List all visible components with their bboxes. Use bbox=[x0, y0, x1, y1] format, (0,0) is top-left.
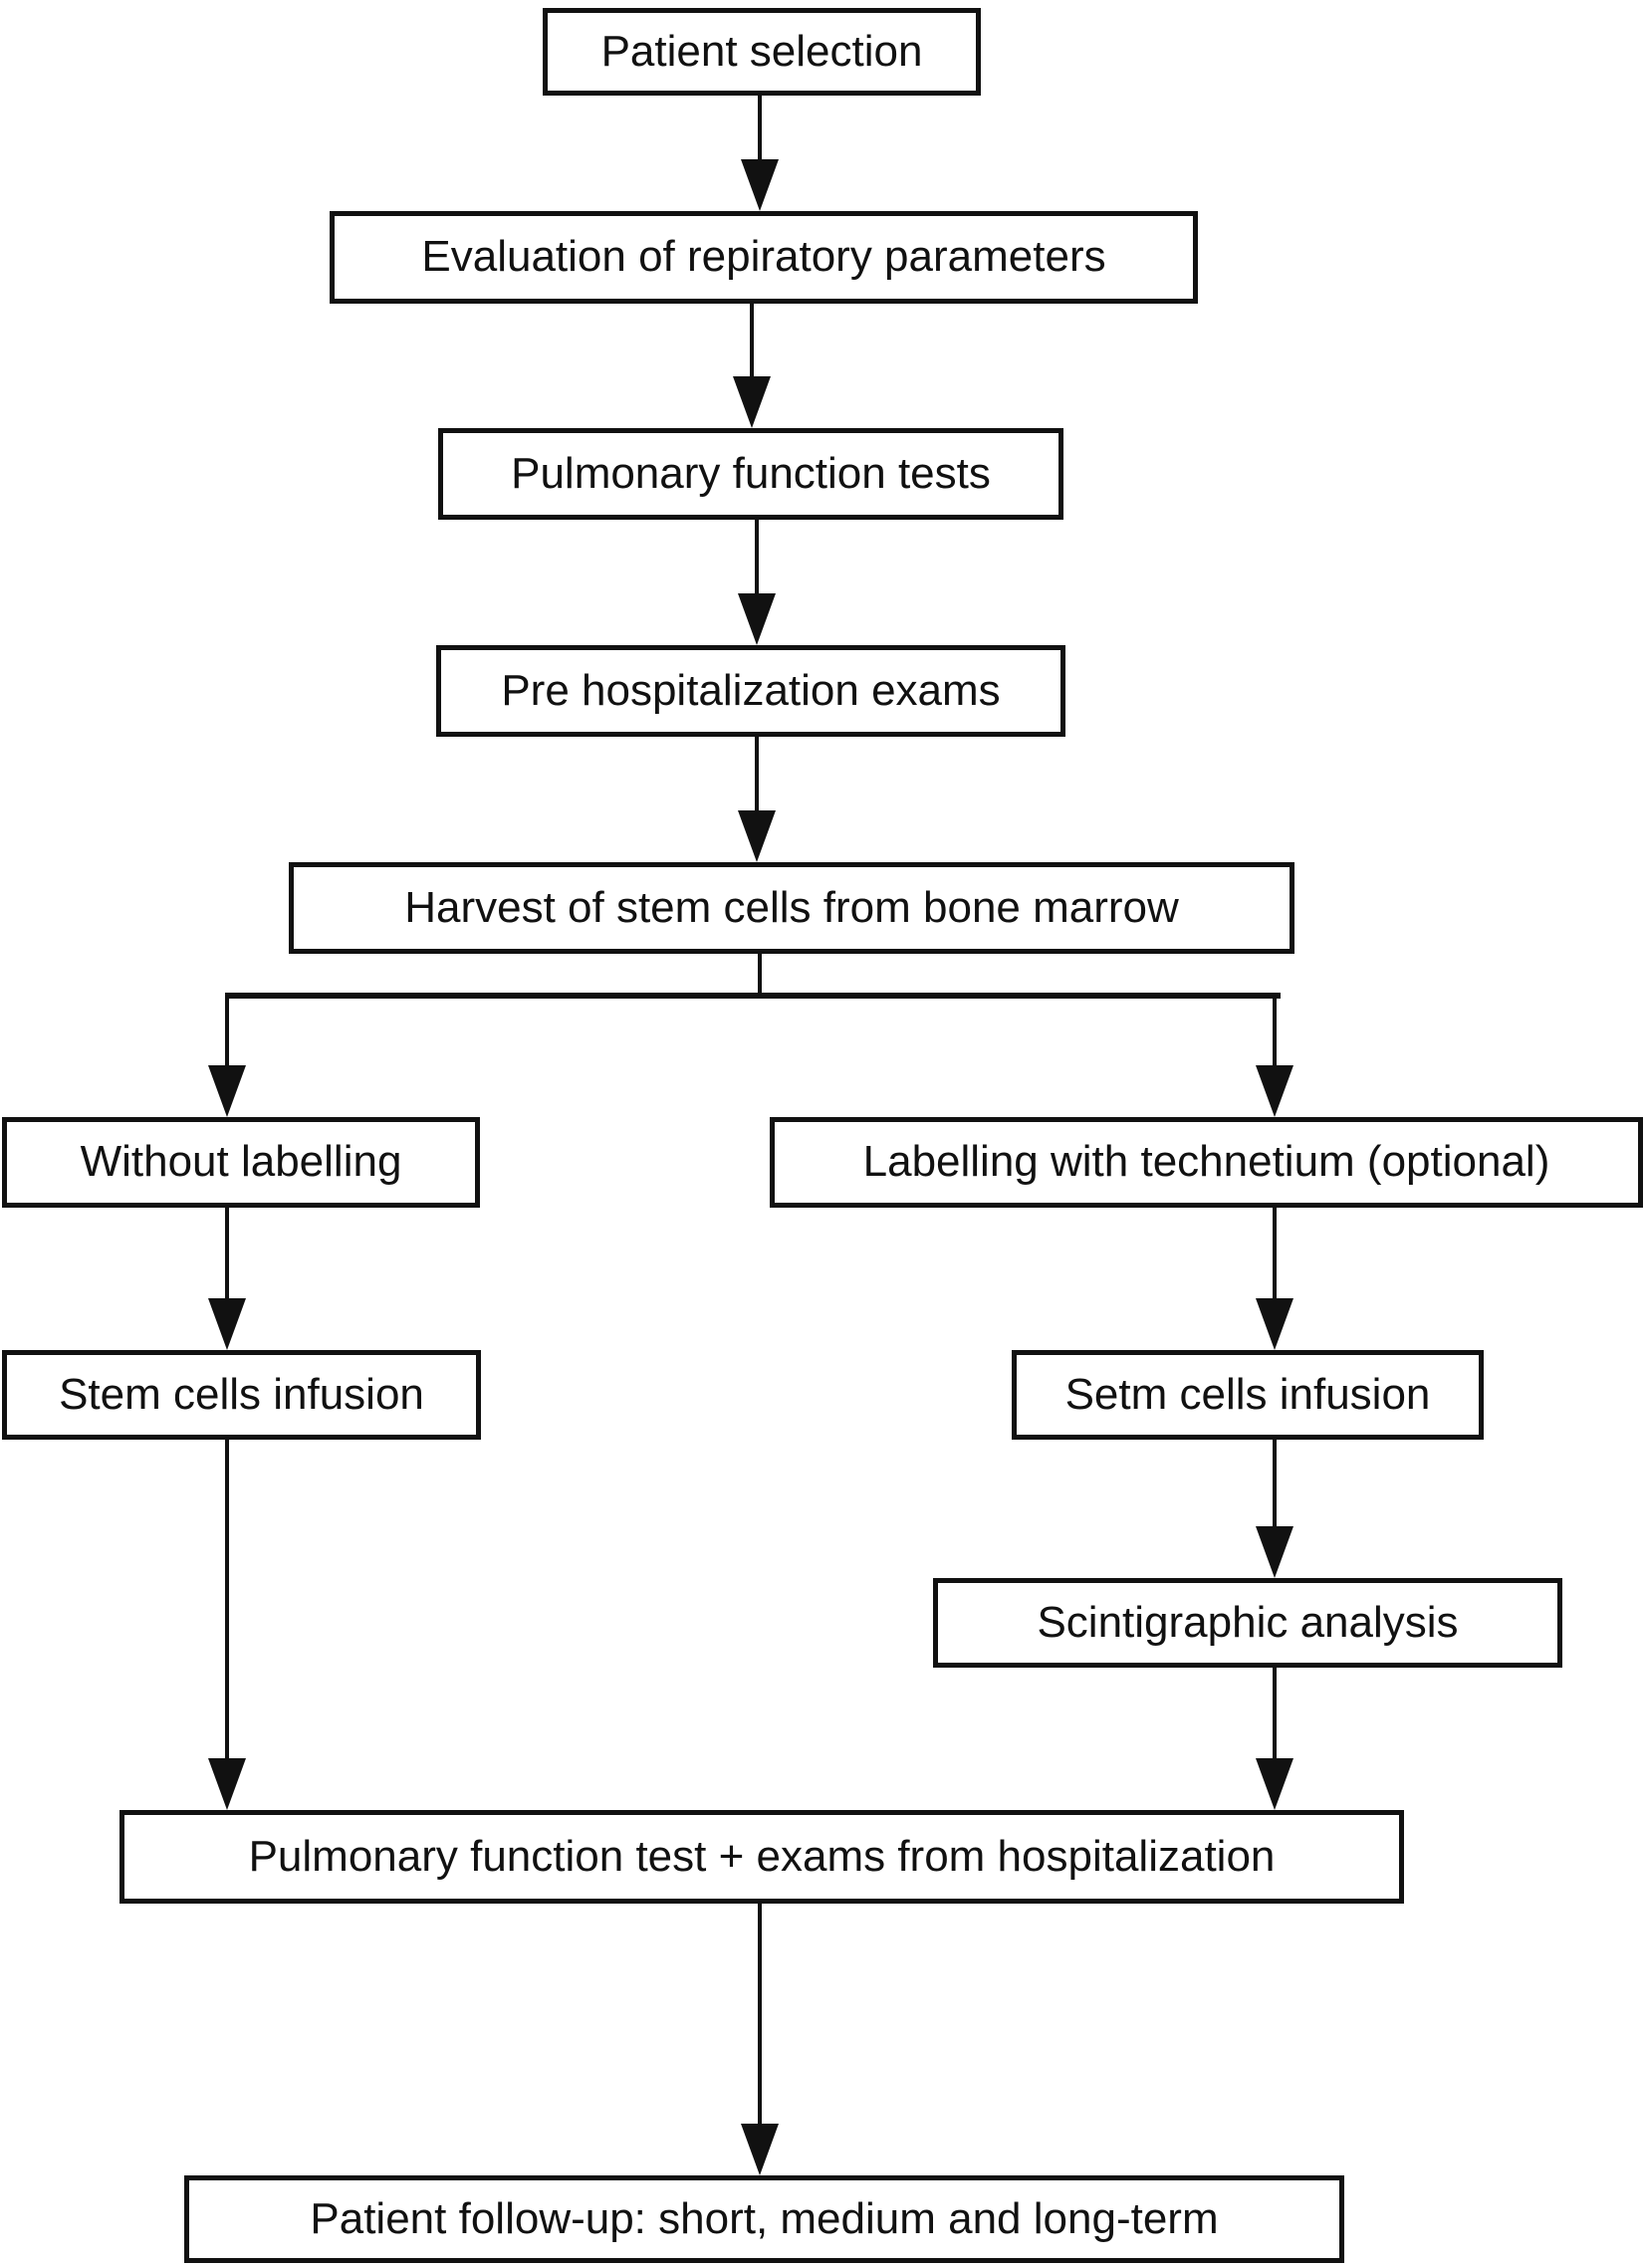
node-patient-followup: Patient follow-up: short, medium and lon… bbox=[184, 2175, 1344, 2263]
arrow-head-split-to-labelling bbox=[1256, 1065, 1293, 1117]
arrow-head-evaluation-to-pft bbox=[733, 376, 771, 428]
node-scintigraphic-analysis: Scintigraphic analysis bbox=[933, 1578, 1562, 1668]
node-label: Evaluation of repiratory parameters bbox=[421, 232, 1106, 282]
arrow-head-stem-infusion-to-merge bbox=[208, 1758, 246, 1810]
node-label: Stem cells infusion bbox=[59, 1369, 424, 1419]
arrow-line-scintigraphic-to-merge bbox=[1273, 1668, 1277, 1758]
arrow-line-setm-to-scintigraphic bbox=[1273, 1440, 1277, 1526]
node-label: Without labelling bbox=[80, 1137, 402, 1187]
node-label: Scintigraphic analysis bbox=[1037, 1597, 1459, 1647]
arrow-head-scintigraphic-to-merge bbox=[1256, 1758, 1293, 1810]
node-label: Patient selection bbox=[600, 26, 923, 76]
arrow-line-pft-to-prehosp bbox=[755, 520, 759, 593]
node-label: Pulmonary function test + exams from hos… bbox=[248, 1831, 1276, 1881]
arrow-head-split-to-without-labelling bbox=[208, 1065, 246, 1117]
arrow-line-split-to-labelling bbox=[1273, 995, 1277, 1065]
split-stem-line bbox=[758, 954, 762, 999]
node-pulmonary-function-tests: Pulmonary function tests bbox=[438, 428, 1063, 520]
arrow-head-without-to-stem-infusion bbox=[208, 1298, 246, 1350]
arrow-head-setm-to-scintigraphic bbox=[1256, 1526, 1293, 1578]
arrow-line-split-to-without-labelling bbox=[225, 995, 229, 1065]
arrow-head-pft-to-prehosp bbox=[738, 593, 776, 645]
arrow-head-selection-to-evaluation bbox=[741, 159, 779, 211]
node-evaluation-respiratory-parameters: Evaluation of repiratory parameters bbox=[330, 211, 1198, 304]
node-harvest-stem-cells: Harvest of stem cells from bone marrow bbox=[289, 862, 1294, 954]
arrow-head-prehosp-to-harvest bbox=[738, 810, 776, 862]
arrow-line-selection-to-evaluation bbox=[758, 96, 762, 159]
node-label: Pre hospitalization exams bbox=[501, 665, 1001, 715]
arrow-line-labelling-to-setm-infusion bbox=[1273, 1208, 1277, 1298]
node-pre-hospitalization-exams: Pre hospitalization exams bbox=[436, 645, 1065, 737]
node-setm-cells-infusion: Setm cells infusion bbox=[1012, 1350, 1484, 1440]
node-without-labelling: Without labelling bbox=[2, 1117, 480, 1208]
node-label: Labelling with technetium (optional) bbox=[862, 1137, 1550, 1187]
arrow-line-evaluation-to-pft bbox=[750, 304, 754, 376]
node-labelling-technetium: Labelling with technetium (optional) bbox=[770, 1117, 1643, 1208]
node-label: Patient follow-up: short, medium and lon… bbox=[310, 2193, 1219, 2243]
arrow-head-merge-to-followup bbox=[741, 2124, 779, 2175]
node-label: Harvest of stem cells from bone marrow bbox=[404, 882, 1179, 932]
node-stem-cells-infusion: Stem cells infusion bbox=[2, 1350, 481, 1440]
arrow-head-labelling-to-setm-infusion bbox=[1256, 1298, 1293, 1350]
node-label: Pulmonary function tests bbox=[511, 448, 991, 498]
split-horizontal-line bbox=[225, 993, 1281, 999]
arrow-line-stem-infusion-to-merge bbox=[225, 1440, 229, 1758]
node-pft-exams-hospitalization: Pulmonary function test + exams from hos… bbox=[119, 1810, 1404, 1904]
arrow-line-merge-to-followup bbox=[758, 1904, 762, 2124]
node-patient-selection: Patient selection bbox=[543, 8, 981, 96]
node-label: Setm cells infusion bbox=[1064, 1369, 1431, 1419]
arrow-line-prehosp-to-harvest bbox=[755, 737, 759, 810]
arrow-line-without-to-stem-infusion bbox=[225, 1208, 229, 1298]
